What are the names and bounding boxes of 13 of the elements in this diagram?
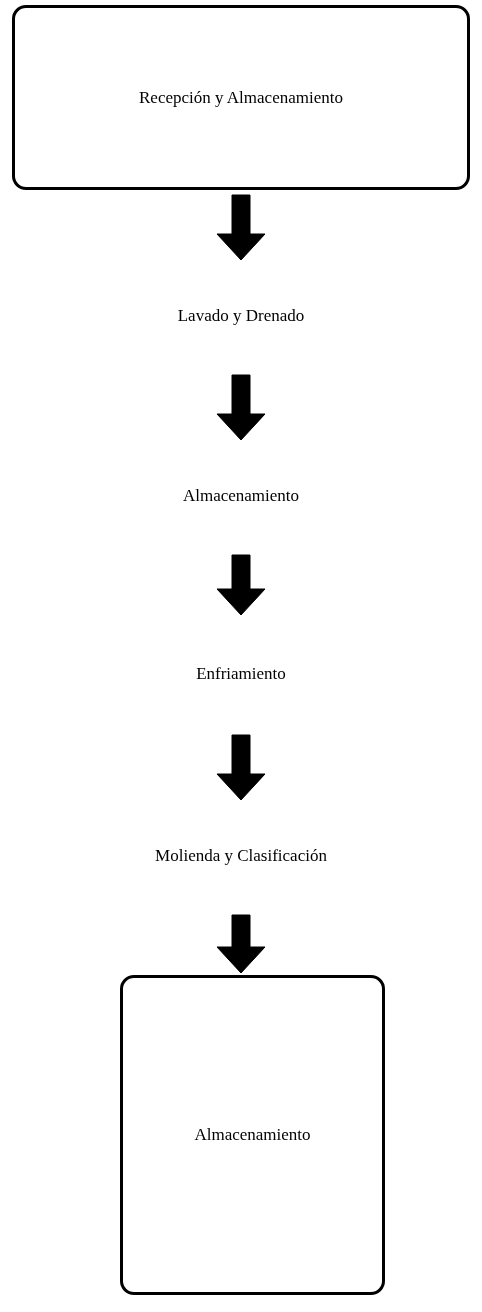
step-label: Recepción y Almacenamiento	[139, 86, 343, 109]
step-label: Enfriamiento	[196, 662, 286, 685]
process-box	[120, 975, 385, 1295]
step-label: Almacenamiento	[194, 1124, 311, 1147]
step-label: Almacenamiento	[182, 485, 300, 508]
arrow	[216, 914, 266, 974]
arrow	[216, 374, 266, 441]
step-label: Lavado y Drenado	[177, 305, 305, 328]
arrow	[216, 194, 266, 261]
process-box	[12, 5, 470, 190]
arrow	[216, 734, 266, 801]
step-label: Molienda y Clasificación	[155, 845, 327, 868]
arrow	[216, 554, 266, 616]
